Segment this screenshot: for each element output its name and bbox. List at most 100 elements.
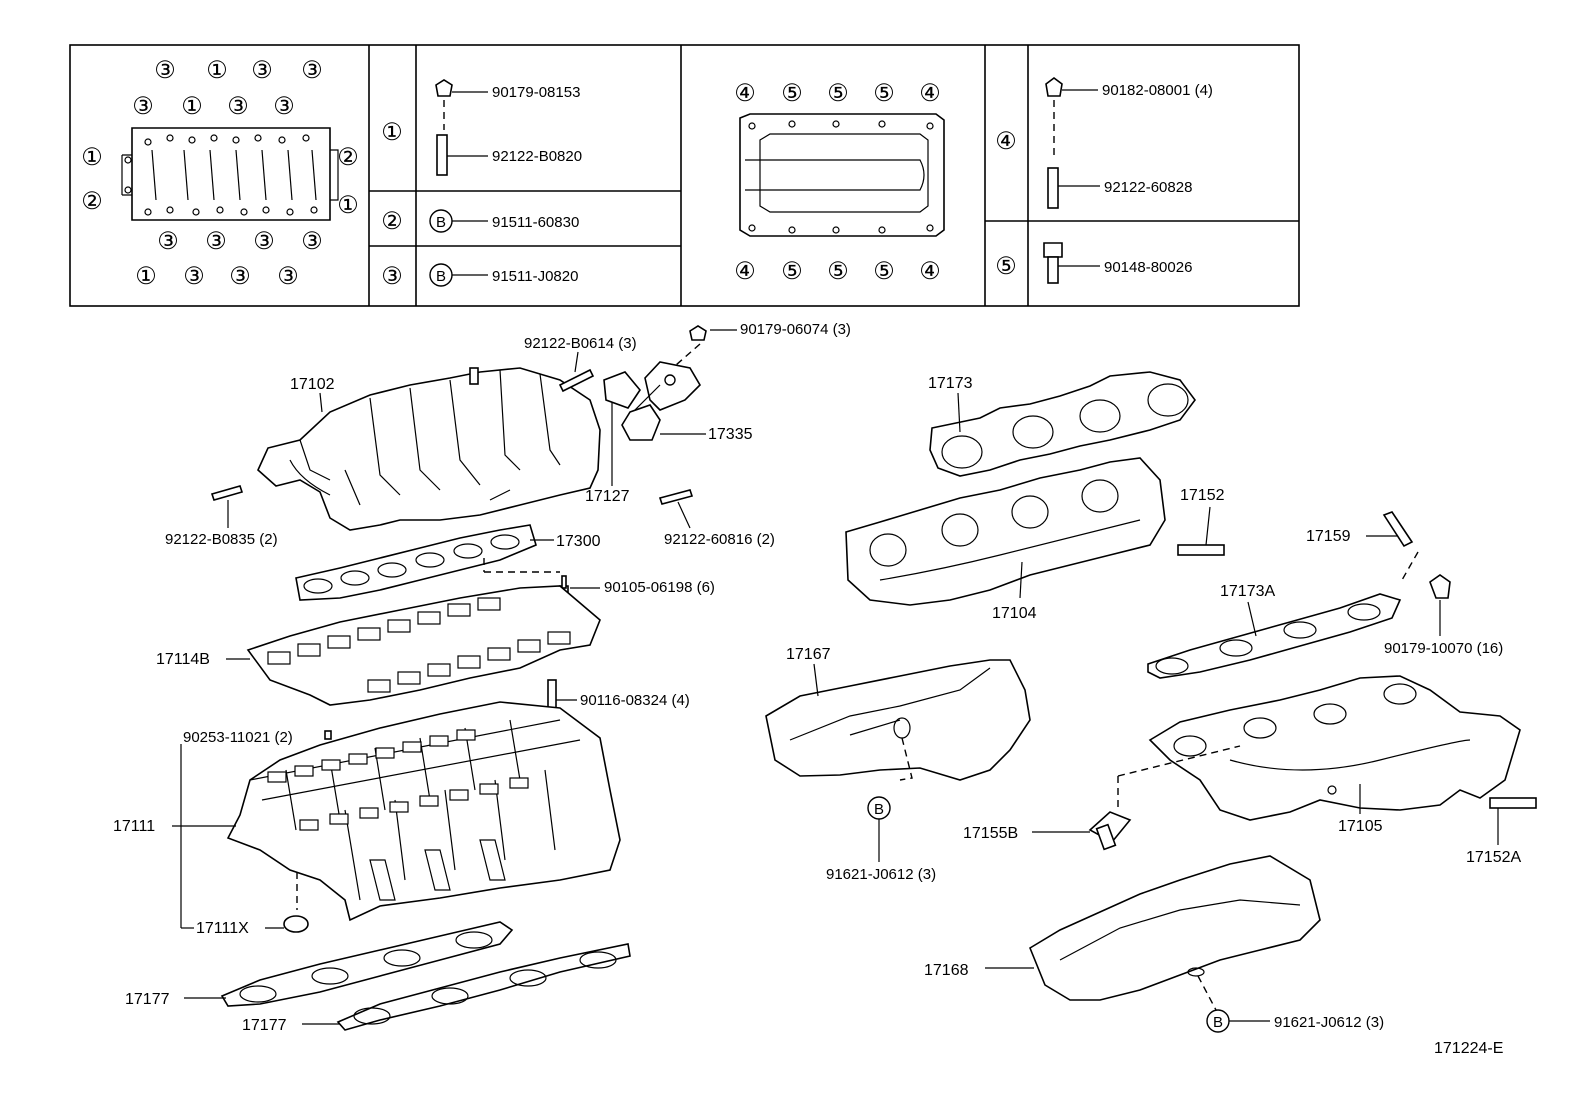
seq-num: ③ <box>157 228 179 255</box>
callout-17104: 17104 <box>992 605 1037 622</box>
callout-17114b: 17114B <box>156 651 210 668</box>
callout-90179-06074: 90179-06074 (3) <box>740 321 851 338</box>
gasket-17300 <box>295 524 537 601</box>
seq-num: ③ <box>229 263 251 290</box>
seq-num: ⑤ <box>781 80 803 107</box>
stud-17159 <box>1382 511 1414 548</box>
part-number: 90148-80026 <box>1104 259 1192 276</box>
seq-num: ① <box>135 263 157 290</box>
heat-insulator-17168 <box>1029 855 1321 1001</box>
callout-17335: 17335 <box>708 426 753 443</box>
leader-dashed <box>1117 745 1241 777</box>
seq-num: ③ <box>251 57 273 84</box>
leader-dashed <box>1401 551 1419 581</box>
exhaust-manifold-17105 <box>1148 675 1521 821</box>
exhaust-manifold-17104 <box>845 457 1166 606</box>
seq-num: ④ <box>919 80 941 107</box>
valve-17335 <box>603 325 707 441</box>
heat-insulator-17167 <box>765 659 1031 781</box>
part-number: 90182-08001 (4) <box>1102 82 1213 99</box>
callout-17105: 17105 <box>1338 818 1383 835</box>
callout-17173a: 17173A <box>1220 583 1275 600</box>
sensor-17155b <box>1088 811 1132 851</box>
gasket-17173 <box>929 371 1196 477</box>
seq-num: ⑤ <box>873 80 895 107</box>
seq-num: ① <box>81 144 103 171</box>
seq-num: ⑤ <box>827 258 849 285</box>
figure-id: 171224-E <box>1434 1040 1503 1057</box>
callout-91621-j0612: 91621-J0612 (3) <box>826 866 936 883</box>
seq-num: ③ <box>132 93 154 120</box>
plug-90253-11021 <box>324 730 332 740</box>
stud-92122-b0614 <box>558 368 595 393</box>
callout-17173: 17173 <box>928 375 973 392</box>
intake-gasket-sequence <box>121 127 339 221</box>
seq-num: ④ <box>734 80 756 107</box>
row-index: ③ <box>381 263 403 290</box>
callout-17300: 17300 <box>556 533 601 550</box>
intake-plenum-17102 <box>257 367 601 531</box>
stud-17152 <box>1177 544 1225 556</box>
callout-92122-b0835: 92122-B0835 (2) <box>165 531 278 548</box>
seq-num: ③ <box>301 228 323 255</box>
seq-num: ④ <box>919 258 941 285</box>
row-index: ④ <box>995 128 1017 155</box>
callout-90116-08324: 90116-08324 (4) <box>580 692 690 709</box>
part-number: 91511-J0820 <box>492 268 578 285</box>
gasket-17177-upper <box>220 921 514 1007</box>
part-number: 91511-60830 <box>492 214 579 231</box>
part-number: 92122-60828 <box>1104 179 1192 196</box>
callout-90179-10070: 90179-10070 (16) <box>1384 640 1503 657</box>
row-3-left: ③ B 91511-J0820 <box>381 263 578 290</box>
sequence-numbers-middle: ④ ⑤ ⑤ ⑤ ④ ④ ⑤ ⑤ ⑤ ④ <box>734 80 941 285</box>
seq-num: ③ <box>253 228 275 255</box>
seq-num: ⑤ <box>781 258 803 285</box>
seq-num: ① <box>206 57 228 84</box>
part-number: 92122-B0820 <box>492 148 582 165</box>
row-index: ① <box>381 119 403 146</box>
callout-92122-b0614: 92122-B0614 (3) <box>524 335 637 352</box>
seq-num: ③ <box>183 263 205 290</box>
seq-num: ③ <box>277 263 299 290</box>
seq-num: ④ <box>734 258 756 285</box>
callout-17111x: 17111X <box>196 920 249 937</box>
callout-91621-j0612: 91621-J0612 (3) <box>1274 1014 1384 1031</box>
badge-b-label: B <box>1213 1014 1223 1031</box>
row-5-right: ⑤ 90148-80026 <box>995 242 1192 284</box>
callout-17168: 17168 <box>924 962 969 979</box>
seq-num: ② <box>81 188 103 215</box>
seq-num: ③ <box>301 57 323 84</box>
sequence-numbers-left: ③ ① ③ ③ ③ ① ③ ③ ① ② ② ① ③ ③ ③ ③ ① ③ ③ ③ <box>81 57 359 290</box>
leader-dashed <box>1197 975 1217 1011</box>
leader-dashed <box>675 343 701 366</box>
stud-92122-60816 <box>658 489 694 505</box>
row-2-left: ② B 91511-60830 <box>381 208 579 235</box>
stud-92122-b0835 <box>210 485 244 501</box>
callout-17152a: 17152A <box>1466 849 1521 866</box>
seq-num: ③ <box>273 93 295 120</box>
intake-manifold-17111 <box>226 701 621 922</box>
callout-17159: 17159 <box>1306 528 1351 545</box>
gasket-17114b <box>246 585 601 706</box>
gasket-17173a <box>1147 593 1402 679</box>
nut-90179-10070 <box>1429 574 1451 599</box>
callout-17167: 17167 <box>786 646 831 663</box>
callout-17111: 17111 <box>113 818 155 835</box>
row-4-right: ④ 90182-08001 (4) 92122-60828 <box>995 77 1213 209</box>
plug-17111x <box>283 872 309 933</box>
callout-17155b: 17155B <box>963 825 1018 842</box>
badge-b-label: B <box>874 801 884 818</box>
seq-num: ③ <box>154 57 176 84</box>
seq-num: ⑤ <box>827 80 849 107</box>
callout-17177: 17177 <box>125 991 170 1008</box>
row-index: ② <box>381 208 403 235</box>
callout-17102: 17102 <box>290 376 335 393</box>
row-1-left: ① 90179-08153 92122-B0820 <box>381 79 582 176</box>
row-index: ⑤ <box>995 253 1017 280</box>
badge-b: B <box>436 268 446 285</box>
seq-num: ⑤ <box>873 258 895 285</box>
callout-17177: 17177 <box>242 1017 287 1034</box>
leader-dashed <box>899 737 913 781</box>
seq-num: ① <box>337 192 359 219</box>
